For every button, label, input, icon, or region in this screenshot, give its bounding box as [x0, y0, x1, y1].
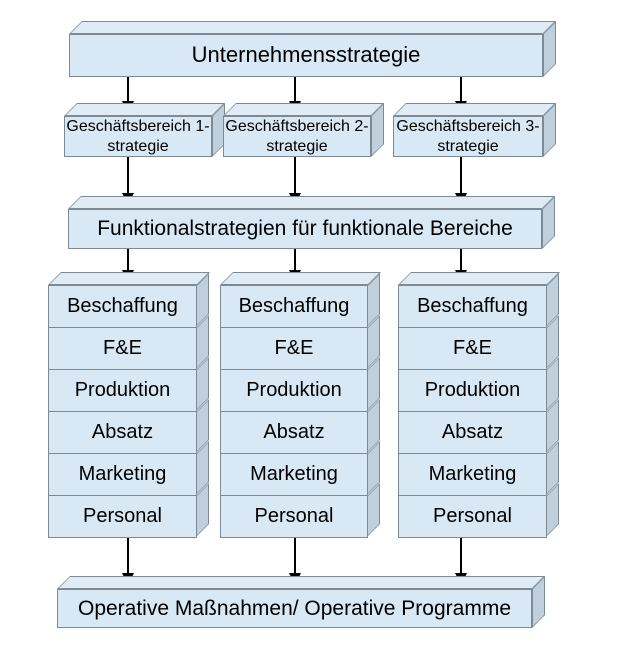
cell-label: Produktion	[424, 379, 521, 401]
column-cell: Absatz	[220, 399, 380, 454]
arrow-down-icon	[289, 538, 301, 585]
box-front-face: Geschäftsbereich 1- strategie	[64, 116, 212, 157]
functional-column-3: Beschaffung F&E Produktion Absatz Market…	[398, 272, 560, 538]
cell-label: Absatz	[91, 421, 154, 443]
cell-label: Personal	[254, 505, 334, 527]
operational-measures-label: Operative Maßnahmen/ Operative Programme	[77, 596, 511, 620]
column-cell: Marketing	[220, 441, 380, 496]
business-unit-1-label-line1: Geschäftsbereich 1-	[66, 117, 210, 135]
box-operational-measures: Operative Maßnahmen/ Operative Programme	[57, 576, 545, 628]
column-cell: Beschaffung	[220, 273, 380, 328]
arrow-down-icon	[122, 157, 134, 205]
cell-label: Beschaffung	[238, 295, 350, 317]
column-cell: Personal	[398, 483, 559, 538]
business-unit-3-label-line2: strategie	[437, 137, 499, 155]
box-business-unit-1-strategy: Geschäftsbereich 1- strategie	[64, 103, 225, 157]
column-cell: F&E	[398, 315, 559, 370]
box-top-face	[69, 21, 556, 34]
functional-column-2: Beschaffung F&E Produktion Absatz Market…	[220, 272, 381, 538]
column-top-face	[220, 272, 381, 285]
box-corporate-strategy: Unternehmensstrategie	[69, 21, 556, 77]
cell-label: Beschaffung	[67, 295, 178, 317]
column-cell: Absatz	[48, 399, 209, 454]
arrow-down-icon	[122, 249, 134, 282]
cell-label: Produktion	[74, 379, 171, 401]
arrow-down-icon	[455, 538, 467, 585]
column-cell: Beschaffung	[48, 273, 209, 328]
box-business-unit-2-strategy: Geschäftsbereich 2- strategie	[223, 103, 384, 157]
cell-label: Marketing	[250, 463, 338, 485]
box-top-face	[68, 196, 555, 209]
box-top-face	[393, 103, 556, 116]
arrow-down-icon	[455, 77, 467, 113]
column-cell: Produktion	[48, 357, 209, 412]
box-functional-strategies: Funktionalstrategien für funktionale Ber…	[68, 196, 555, 249]
cell-label: Personal	[83, 505, 162, 527]
arrow-down-icon	[122, 538, 134, 585]
column-cell: Produktion	[220, 357, 380, 412]
column-cell: Absatz	[398, 399, 559, 454]
arrow-down-icon	[289, 157, 301, 205]
cell-label: F&E	[453, 337, 492, 359]
arrow-down-icon	[289, 249, 301, 282]
cell-label: Personal	[433, 505, 512, 527]
column-cell: Marketing	[48, 441, 209, 496]
cell-label: F&E	[103, 337, 142, 359]
cell-label: Marketing	[78, 463, 167, 485]
box-business-unit-3-strategy: Geschäftsbereich 3- strategie	[393, 103, 556, 157]
arrow-down-icon	[455, 157, 467, 205]
box-top-face	[64, 103, 225, 116]
box-front-face: Unternehmensstrategie	[69, 34, 543, 77]
box-front-face: Geschäftsbereich 3- strategie	[393, 116, 543, 157]
column-cell: Produktion	[398, 357, 559, 412]
column-cell: Personal	[220, 483, 380, 538]
cell-label: Absatz	[263, 421, 325, 443]
arrow-down-icon	[289, 77, 301, 113]
box-front-face: Funktionalstrategien für funktionale Ber…	[68, 209, 542, 249]
column-top-face	[398, 272, 560, 285]
box-front-face: Geschäftsbereich 2- strategie	[223, 116, 371, 157]
column-cell: Beschaffung	[398, 273, 559, 328]
functional-column-1: Beschaffung F&E Produktion Absatz Market…	[48, 272, 210, 538]
column-cell: Marketing	[398, 441, 559, 496]
cell-label: F&E	[274, 337, 314, 359]
business-unit-3-label-line1: Geschäftsbereich 3-	[396, 117, 540, 135]
column-cell: F&E	[220, 315, 380, 370]
box-top-face	[57, 576, 545, 589]
column-top-face	[48, 272, 210, 285]
business-unit-2-label-line1: Geschäftsbereich 2-	[225, 117, 369, 135]
corporate-strategy-label: Unternehmensstrategie	[191, 42, 421, 68]
cell-label: Produktion	[246, 379, 342, 401]
arrow-down-icon	[122, 77, 134, 113]
cell-label: Absatz	[441, 421, 504, 443]
cell-label: Marketing	[428, 463, 517, 485]
cell-label: Beschaffung	[417, 295, 528, 317]
arrow-down-icon	[455, 249, 467, 282]
functional-strategies-label: Funktionalstrategien für funktionale Ber…	[97, 217, 513, 241]
column-cell: Personal	[48, 483, 209, 538]
column-cell: F&E	[48, 315, 209, 370]
box-top-face	[223, 103, 384, 116]
business-unit-2-label-line2: strategie	[266, 137, 328, 155]
box-front-face: Operative Maßnahmen/ Operative Programme	[57, 589, 532, 628]
business-unit-1-label-line2: strategie	[107, 137, 169, 155]
